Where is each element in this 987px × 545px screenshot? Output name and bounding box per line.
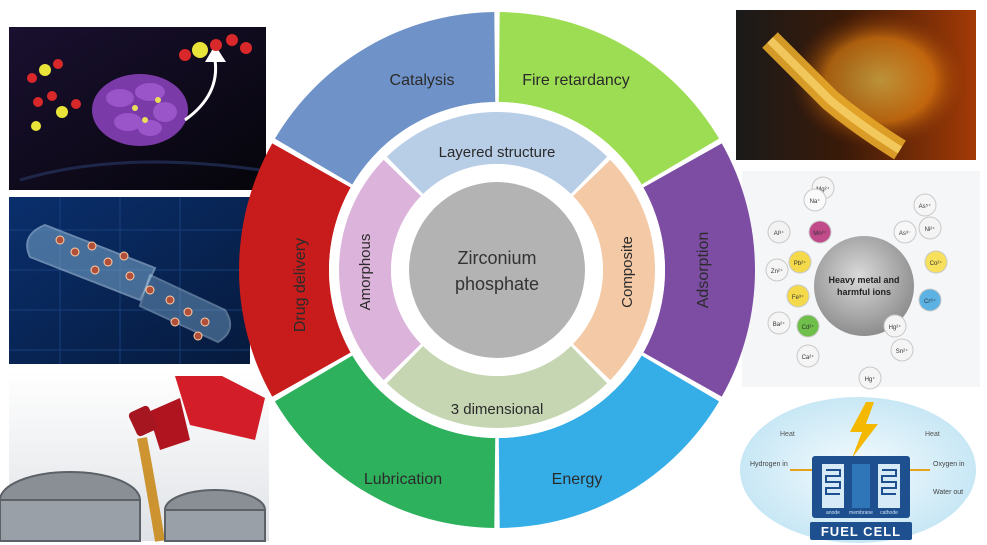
inner-segment-3-dimensional — [386, 345, 608, 429]
ion-ball-icon — [767, 311, 791, 335]
ion-label: Hg²⁺ — [889, 324, 902, 331]
outer-segment-lubrication — [274, 355, 496, 528]
ion-group: Mg²⁺ Al³⁺ Na⁺ As⁵⁺ Ni²⁺ As³⁻ Co²⁺ Zn²⁺ Pb²⁺ Fe³⁺ B… — [765, 176, 948, 390]
outer-segment-drug-delivery — [239, 143, 351, 397]
outer-label-energy: Energy — [552, 471, 603, 488]
outer-ring: Catalysis Fire retardancyAdsorptionEnergy… — [239, 12, 755, 528]
reaction-arrow-icon — [184, 59, 218, 122]
outer-label-drug-delivery: Drug delivery — [292, 238, 309, 332]
adsorption-panel-title-line1: Heavy metal and — [828, 275, 899, 285]
outer-label-fire-retardancy: Fire retardancy — [522, 72, 630, 89]
membrane-label: membrane — [849, 510, 873, 516]
ion-ball-icon — [796, 314, 820, 338]
ion-label: Mn²⁺ — [813, 230, 827, 237]
adsorption-panel: Heavy metal and harmful ions Mg²⁺ Al³⁺ Na⁺… — [742, 171, 980, 390]
ion-label: As⁵⁺ — [919, 203, 932, 210]
ion-ball-icon — [858, 366, 882, 390]
oil-stream-icon — [137, 437, 165, 542]
inner-segment-amorphous — [339, 159, 422, 381]
lightning-bolt-icon — [850, 402, 878, 458]
ion-ball-icon — [924, 250, 948, 274]
hydrogen-in-label: Hydrogen in — [750, 461, 788, 468]
inner-label-layered-structure: Layered structure — [439, 144, 556, 161]
inner-segment-composite — [572, 159, 655, 381]
ion-ball-icon — [883, 314, 907, 338]
outer-label-adsorption: Adsorption — [695, 232, 712, 309]
ion-label: Cd²⁺ — [802, 324, 815, 331]
ion-label: Na⁺ — [810, 198, 821, 205]
ion-ball-icon — [803, 188, 827, 212]
ion-ball-icon — [893, 220, 917, 244]
ion-ball-icon — [786, 284, 810, 308]
ion-label: Ba²⁺ — [773, 321, 786, 328]
ion-ball-icon — [765, 258, 789, 282]
fuel-cell-title: FUEL CELL — [821, 524, 901, 539]
ion-label: Mg²⁺ — [816, 186, 830, 193]
ion-ball-icon — [767, 220, 791, 244]
ion-label: Cr⁶⁺ — [924, 298, 936, 305]
inner-segment-layered-structure — [386, 111, 608, 195]
lubrication-panel — [0, 371, 269, 542]
outer-segment-catalysis — [274, 12, 496, 185]
heat-right-label: Heat — [925, 431, 940, 438]
catalysis-panel — [9, 27, 266, 190]
heat-left-label: Heat — [780, 431, 795, 438]
ion-ball-icon — [808, 220, 832, 244]
ion-ball-icon — [918, 216, 942, 240]
anode-label: anode — [826, 510, 840, 516]
ion-ball-icon — [918, 288, 942, 312]
ion-label: Zn²⁺ — [771, 268, 783, 275]
cathode-label: cathode — [880, 510, 898, 516]
center-label-line1: Zirconium — [457, 248, 536, 268]
outer-label-lubrication: Lubrication — [364, 471, 442, 488]
outer-segment-energy — [498, 355, 720, 528]
molecule-icons — [27, 34, 252, 131]
adsorption-panel-title-line2: harmful ions — [837, 287, 891, 297]
ion-ball-icon — [913, 193, 937, 217]
outer-segment-adsorption — [643, 143, 755, 397]
ion-ball-icon — [796, 344, 820, 368]
gears-icon — [0, 471, 266, 542]
ion-ball-icon — [890, 338, 914, 362]
drug-delivery-panel — [9, 197, 250, 364]
ion-label: Pb²⁺ — [794, 260, 807, 267]
oil-bottle-icon — [128, 376, 265, 450]
ion-label: Ni²⁺ — [925, 226, 936, 233]
ion-label: Fe³⁺ — [792, 294, 804, 301]
center-label-line2: phosphate — [455, 274, 539, 294]
outer-segment-fire-retardancy — [498, 12, 720, 185]
ion-label: As³⁻ — [899, 231, 911, 237]
ion-label: Sn²⁺ — [896, 348, 909, 355]
ion-label: Al³⁺ — [774, 230, 785, 237]
fuel-cell-box-icon: anode membrane cathode — [812, 456, 910, 518]
water-out-label: Water out — [933, 489, 963, 496]
center-circle — [409, 182, 585, 358]
purple-catalyst-particle-icon — [92, 74, 188, 146]
adsorbent-sphere-icon — [814, 236, 914, 336]
oxygen-in-label: Oxygen in — [933, 461, 965, 468]
inner-label-3-dimensional: 3 dimensional — [451, 401, 544, 418]
ion-label: Hg⁺ — [865, 376, 876, 383]
ion-ball-icon — [788, 250, 812, 274]
outer-label-catalysis: Catalysis — [390, 72, 455, 89]
inner-label-amorphous: Amorphous — [357, 234, 374, 311]
energy-fuel-cell-panel: Heat Heat Hydrogen in Oxygen in Water ou… — [740, 397, 976, 543]
ion-label: Co²⁺ — [930, 260, 943, 267]
inner-label-composite: Composite — [619, 236, 636, 308]
fire-retardancy-panel — [736, 10, 976, 160]
ion-label: Ca²⁺ — [802, 354, 815, 361]
